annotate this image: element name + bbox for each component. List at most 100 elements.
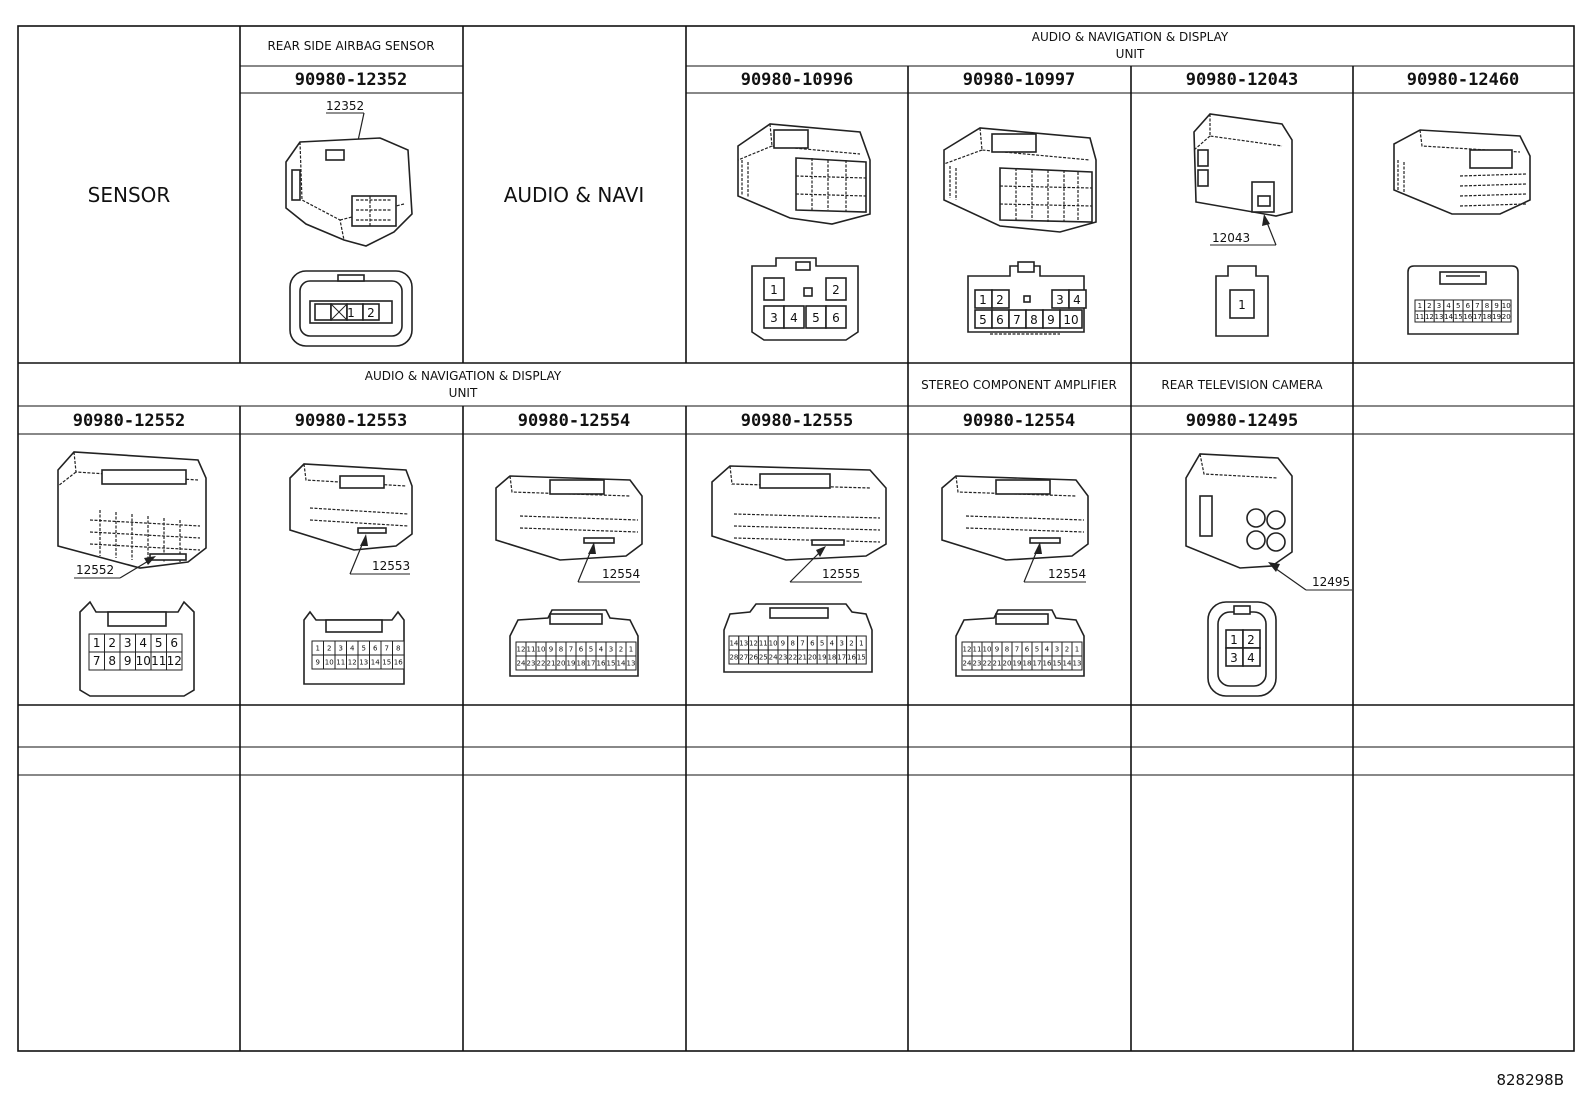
pin-label: 12 — [348, 659, 357, 667]
pin-label: 1 — [1238, 298, 1246, 312]
part-number-10997: 90980-10997 — [963, 70, 1076, 90]
pin-label: 13 — [627, 660, 636, 668]
pin-label: 6 — [1466, 302, 1471, 310]
pin-label: 21 — [993, 660, 1002, 668]
pin-label: 9 — [1494, 302, 1498, 310]
pin-label: 7 — [1475, 302, 1479, 310]
rear-airbag-title: REAR SIDE AIRBAG SENSOR — [267, 39, 434, 53]
pinout-10997: 1 2 3 4 5 6 7 8 9 10 — [967, 261, 1087, 335]
pin-label: 2 — [327, 645, 331, 653]
pin-label: 9 — [1047, 313, 1055, 327]
connector-sketch-12553: 12553 — [289, 463, 413, 575]
pin-label: 7 — [800, 640, 804, 648]
part-number-12553: 90980-12553 — [295, 411, 408, 431]
pin-label: 3 — [1055, 646, 1059, 654]
pin-label: 10 — [769, 640, 778, 648]
pin-label: 8 — [559, 646, 563, 654]
pin-label: 1 — [859, 640, 863, 648]
pin-label: 20 — [1003, 660, 1012, 668]
pin-label: 10 — [537, 646, 546, 654]
pin-label: 19 — [818, 654, 827, 662]
pin-label: 1 — [979, 293, 987, 307]
pin-cell — [1500, 310, 1512, 323]
pin-label: 9 — [781, 640, 785, 648]
pin-label: 5 — [1035, 646, 1039, 654]
pin-label: 3 — [839, 640, 843, 648]
pin-cell — [166, 651, 183, 671]
pin-label: 7 — [385, 645, 389, 653]
pinout-12352: 1 2 — [289, 270, 413, 347]
pin-label: 9 — [124, 654, 132, 668]
pin-label: 8 — [1030, 313, 1038, 327]
pin-label: 1 — [1230, 633, 1238, 647]
pin-label: 9 — [995, 646, 999, 654]
pin-label: 14 — [1444, 313, 1453, 321]
pin-label: 18 — [827, 654, 836, 662]
pin-label: 12 — [963, 646, 972, 654]
pin-label: 20 — [1502, 313, 1511, 321]
pinout-12043: 1 — [1215, 265, 1269, 337]
callout-12553: 12553 — [372, 559, 410, 573]
pin-label: 3 — [770, 311, 778, 325]
pin-label: 5 — [979, 313, 987, 327]
pin-label: 6 — [832, 311, 840, 325]
pin-label: 3 — [1437, 302, 1441, 310]
pin-label: 21 — [798, 654, 807, 662]
rear-camera-title: REAR TELEVISION CAMERA — [1161, 378, 1323, 392]
callout-12552: 12552 — [76, 563, 114, 577]
pinout-12495: 1 2 3 4 — [1207, 601, 1277, 697]
pin-label: 11 — [527, 646, 536, 654]
pin-label: 23 — [973, 660, 982, 668]
pin-label: 17 — [1473, 313, 1482, 321]
pin-label: 3 — [339, 645, 343, 653]
pin-label: 19 — [1492, 313, 1501, 321]
pin-label: 10 — [1502, 302, 1511, 310]
connector-sketch-10997 — [943, 127, 1097, 233]
pin-label: 2 — [849, 640, 853, 648]
pin-label: 26 — [749, 654, 758, 662]
pin-label: 11 — [336, 659, 345, 667]
pin-label: 22 — [983, 660, 992, 668]
pin-label: 2 — [367, 306, 375, 320]
pin-label: 4 — [599, 646, 604, 654]
pin-label: 17 — [587, 660, 596, 668]
pin-label: 24 — [769, 654, 778, 662]
pin-label: 4 — [1045, 646, 1050, 654]
pin-label: 4 — [1446, 302, 1451, 310]
pin-label: 5 — [812, 311, 820, 325]
pin-label: 2 — [1247, 633, 1255, 647]
audio-navi-label: AUDIO & NAVI — [504, 183, 645, 207]
pin-label: 24 — [517, 660, 526, 668]
pin-label: 16 — [1463, 313, 1472, 321]
connector-sketch-12554: 12554 — [495, 475, 643, 583]
pin-label: 13 — [359, 659, 368, 667]
pin-label: 1 — [347, 306, 355, 320]
pin-label: 9 — [316, 659, 320, 667]
pin-label: 23 — [778, 654, 787, 662]
connector-sketch-10996 — [737, 123, 871, 225]
part-number-10996: 90980-10996 — [741, 70, 854, 90]
pin-label: 11 — [759, 640, 768, 648]
pin-label: 10 — [325, 659, 334, 667]
pin-label: 1 — [316, 645, 320, 653]
pin-label: 15 — [1454, 313, 1463, 321]
pin-label: 2 — [1065, 646, 1069, 654]
pin-label: 21 — [547, 660, 556, 668]
pin-label: 15 — [607, 660, 616, 668]
pin-label: 8 — [1485, 302, 1489, 310]
pin-label: 10 — [983, 646, 992, 654]
pin-label: 2 — [832, 283, 840, 297]
pin-label: 16 — [1043, 660, 1052, 668]
drawing-reference: 828298B — [1496, 1071, 1564, 1089]
pin-label: 11 — [1415, 313, 1424, 321]
pin-label: 4 — [1247, 651, 1255, 665]
pin-label: 17 — [1033, 660, 1042, 668]
pin-label: 3 — [1056, 293, 1064, 307]
pin-label: 22 — [537, 660, 546, 668]
pin-label: 4 — [350, 645, 355, 653]
pin-label: 5 — [155, 636, 163, 650]
pin-label: 16 — [597, 660, 606, 668]
